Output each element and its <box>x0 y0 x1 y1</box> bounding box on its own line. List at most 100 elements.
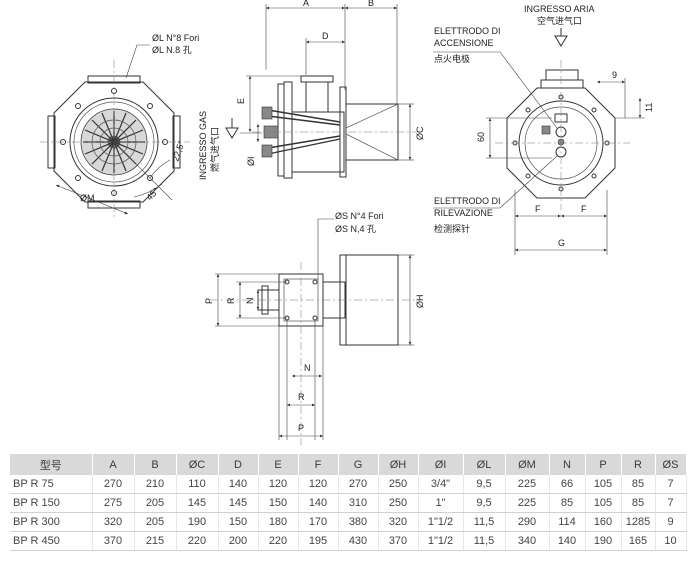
table-cell: 380 <box>338 512 379 532</box>
flange-dim-h: ØH <box>415 295 425 309</box>
flange-dim-n-bottom: N <box>304 363 311 373</box>
flange-hole-note-it: ØS N°4 Fori <box>335 211 384 221</box>
rear-dim-f-right: F <box>581 204 587 214</box>
table-cell: 1"1/2 <box>418 512 464 532</box>
header-i: ØI <box>418 454 464 475</box>
header-f: F <box>298 454 339 475</box>
table-cell: 170 <box>298 512 339 532</box>
gas-inlet-cn: 燃气进气口 <box>209 127 220 172</box>
table-cell: 7 <box>655 493 687 513</box>
electrodes <box>261 106 341 158</box>
flange-view <box>210 218 420 445</box>
table-cell: 205 <box>134 493 177 513</box>
table-cell: 190 <box>585 531 622 551</box>
table-cell: 290 <box>505 512 550 532</box>
flange-dim-r-bottom: R <box>298 392 305 402</box>
table-cell: 140 <box>218 475 259 494</box>
rear-dim-9: 9 <box>612 70 617 80</box>
table-cell: 11,5 <box>463 512 506 532</box>
header-d: D <box>218 454 259 475</box>
side-dim-e: E <box>236 98 246 104</box>
table-cell: 180 <box>258 512 299 532</box>
table-cell: 220 <box>176 531 219 551</box>
side-view <box>225 4 420 179</box>
header-c: ØC <box>176 454 219 475</box>
table-cell: 9,5 <box>463 493 506 513</box>
table-cell: 225 <box>505 493 550 513</box>
model-cell: BP R 75 <box>10 475 93 494</box>
table-cell: 205 <box>134 512 177 532</box>
header-m: ØM <box>505 454 550 475</box>
table-cell: 110 <box>176 475 219 494</box>
ignition-electrode-l1: ELETTRODO DI <box>434 26 501 36</box>
table-cell: 105 <box>585 493 622 513</box>
table-cell: 165 <box>621 531 656 551</box>
table-cell: 10 <box>655 531 687 551</box>
header-s: ØS <box>655 454 687 475</box>
header-b: B <box>134 454 177 475</box>
flange-dim-n-left: N <box>245 298 255 305</box>
table-cell: 145 <box>176 493 219 513</box>
flange-dim-p-left: P <box>204 298 214 304</box>
table-cell: 120 <box>298 475 339 494</box>
air-inlet-cn: 空气进气口 <box>537 15 582 26</box>
ignition-electrode-cn: 点火电极 <box>434 53 470 64</box>
header-g: G <box>338 454 379 475</box>
header-model: 型号 <box>10 454 93 475</box>
table-cell: 250 <box>378 493 419 513</box>
ignition-electrode-l2: ACCENSIONE <box>434 38 494 48</box>
table-cell: 11,5 <box>463 531 506 551</box>
table-cell: 210 <box>134 475 177 494</box>
header-a: A <box>92 454 135 475</box>
flange-dim-p-bottom: P <box>298 423 304 433</box>
front-hole-note-cn: ØL N.8 孔 <box>152 45 192 55</box>
rear-view <box>433 28 645 255</box>
table-cell: 140 <box>298 493 339 513</box>
table-cell: 270 <box>338 475 379 494</box>
table-cell: 195 <box>298 531 339 551</box>
front-diameter-m: ØM <box>80 193 95 203</box>
table-cell: 85 <box>549 493 586 513</box>
table-cell: 114 <box>549 512 586 532</box>
side-dim-a: A <box>303 0 309 8</box>
rear-dim-g: G <box>558 238 565 248</box>
detection-electrode-cn: 检测探针 <box>434 223 470 234</box>
table-cell: 9,5 <box>463 475 506 494</box>
flange-dim-r-left: R <box>226 297 236 304</box>
table-cell: 1" <box>418 493 464 513</box>
model-cell: BP R 150 <box>10 493 93 513</box>
table-cell: 85 <box>621 493 656 513</box>
side-dim-c: ØC <box>415 126 425 140</box>
table-cell: 320 <box>378 512 419 532</box>
header-r: R <box>621 454 656 475</box>
table-cell: 1"1/2 <box>418 531 464 551</box>
table-cell: 215 <box>134 531 177 551</box>
header-e: E <box>258 454 299 475</box>
table-cell: 275 <box>92 493 135 513</box>
front-hole-note-it: ØL N°8 Fori <box>152 33 199 43</box>
table-cell: 320 <box>92 512 135 532</box>
table-cell: 190 <box>176 512 219 532</box>
air-inlet-it: INGRESSO ARIA <box>524 4 595 14</box>
table-cell: 250 <box>378 475 419 494</box>
table-cell: 9 <box>655 512 687 532</box>
header-h: ØH <box>378 454 419 475</box>
side-dim-b: B <box>368 0 374 8</box>
side-dim-d: D <box>322 31 329 41</box>
flange-hole-note-cn: ØS N,4 孔 <box>335 224 376 234</box>
gas-inlet-it: INGRESSO GAS <box>198 111 208 180</box>
table-cell: 66 <box>549 475 586 494</box>
detection-electrode-l1: ELETTRODO DI <box>434 196 501 206</box>
header-p: P <box>585 454 622 475</box>
table-header-row: 型号 A B ØC D E F G ØH ØI ØL ØM N P R ØS <box>10 454 687 475</box>
table-cell: 225 <box>505 475 550 494</box>
table-cell: 370 <box>92 531 135 551</box>
table-cell: 150 <box>258 493 299 513</box>
rear-dim-11: 11 <box>644 103 654 112</box>
header-l: ØL <box>463 454 506 475</box>
